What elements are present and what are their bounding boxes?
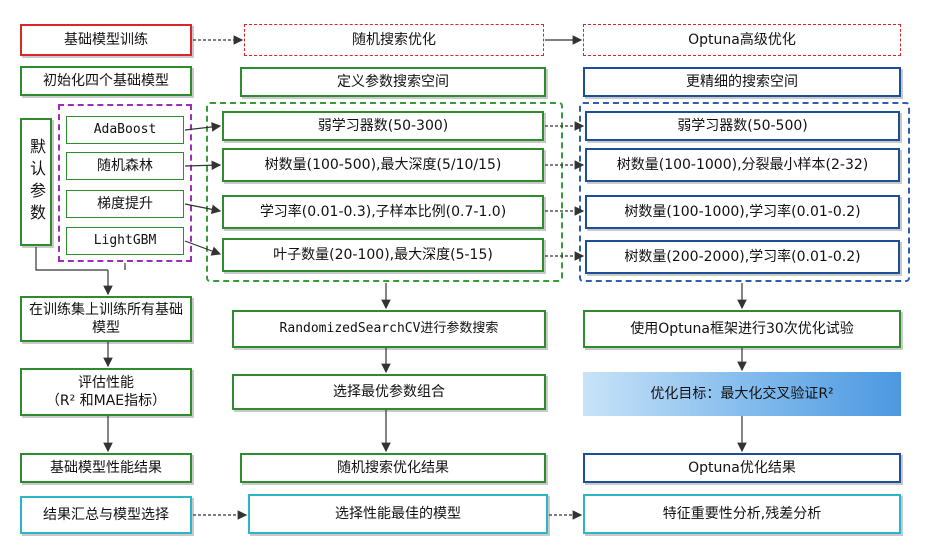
rs-param-lightgbm: 叶子数量(20-100),最大深度(5-15) — [222, 238, 544, 272]
op-param-gradient-boosting: 树数量(100-1000),学习率(0.01-0.2) — [585, 195, 900, 229]
model-lightgbm: LightGBM — [66, 227, 184, 255]
optuna-title: Optuna高级优化 — [583, 24, 901, 56]
train-all-models-box: 在训练集上训练所有基础模型 — [20, 296, 192, 342]
op-param-adaboost: 弱学习器数(50-500) — [585, 111, 900, 141]
randomized-search-box: RandomizedSearchCV进行参数搜索 — [232, 310, 546, 348]
op-param-random-forest: 树数量(100-1000),分裂最小样本(2-32) — [585, 148, 900, 182]
model-random-forest: 随机森林 — [66, 152, 184, 180]
optuna-trials-box: 使用Optuna框架进行30次优化试验 — [583, 310, 901, 348]
random-search-title: 随机搜索优化 — [244, 24, 544, 56]
summary-box: 结果汇总与模型选择 — [20, 496, 192, 534]
rs-param-gradient-boosting: 学习率(0.01-0.3),子样本比例(0.7-1.0) — [222, 195, 544, 229]
feature-analysis-box: 特征重要性分析,残差分析 — [583, 494, 901, 534]
optimization-target-box: 优化目标：最大化交叉验证R² — [583, 372, 901, 416]
finer-space-box: 更精细的搜索空间 — [583, 67, 901, 97]
default-params-box: 默认参数 — [20, 118, 52, 246]
select-best-model-box: 选择性能最佳的模型 — [248, 494, 548, 534]
evaluate-line1: 评估性能 — [78, 375, 134, 391]
default-params-label: 默认参数 — [27, 138, 46, 226]
evaluate-box: 评估性能 （R² 和MAE指标） — [20, 368, 192, 416]
evaluate-line2: （R² 和MAE指标） — [45, 393, 167, 409]
rs-param-random-forest: 树数量(100-500),最大深度(5/10/15) — [222, 148, 544, 182]
rs-param-adaboost: 弱学习器数(50-300) — [222, 111, 544, 141]
base-training-title: 基础模型训练 — [20, 24, 192, 56]
base-result-box: 基础模型性能结果 — [20, 453, 192, 483]
define-space-box: 定义参数搜索空间 — [240, 67, 546, 97]
select-best-params-box: 选择最优参数组合 — [232, 374, 546, 410]
model-adaboost: AdaBoost — [66, 116, 184, 144]
init-models-box: 初始化四个基础模型 — [20, 66, 192, 96]
base-models-group — [58, 104, 192, 262]
optuna-result-box: Optuna优化结果 — [583, 453, 901, 483]
random-search-space-group — [206, 102, 563, 282]
model-gradient-boosting: 梯度提升 — [66, 190, 184, 218]
random-search-result-box: 随机搜索优化结果 — [240, 453, 546, 483]
op-param-lightgbm: 树数量(200-2000),学习率(0.01-0.2) — [585, 240, 900, 274]
optuna-space-group — [579, 102, 910, 282]
